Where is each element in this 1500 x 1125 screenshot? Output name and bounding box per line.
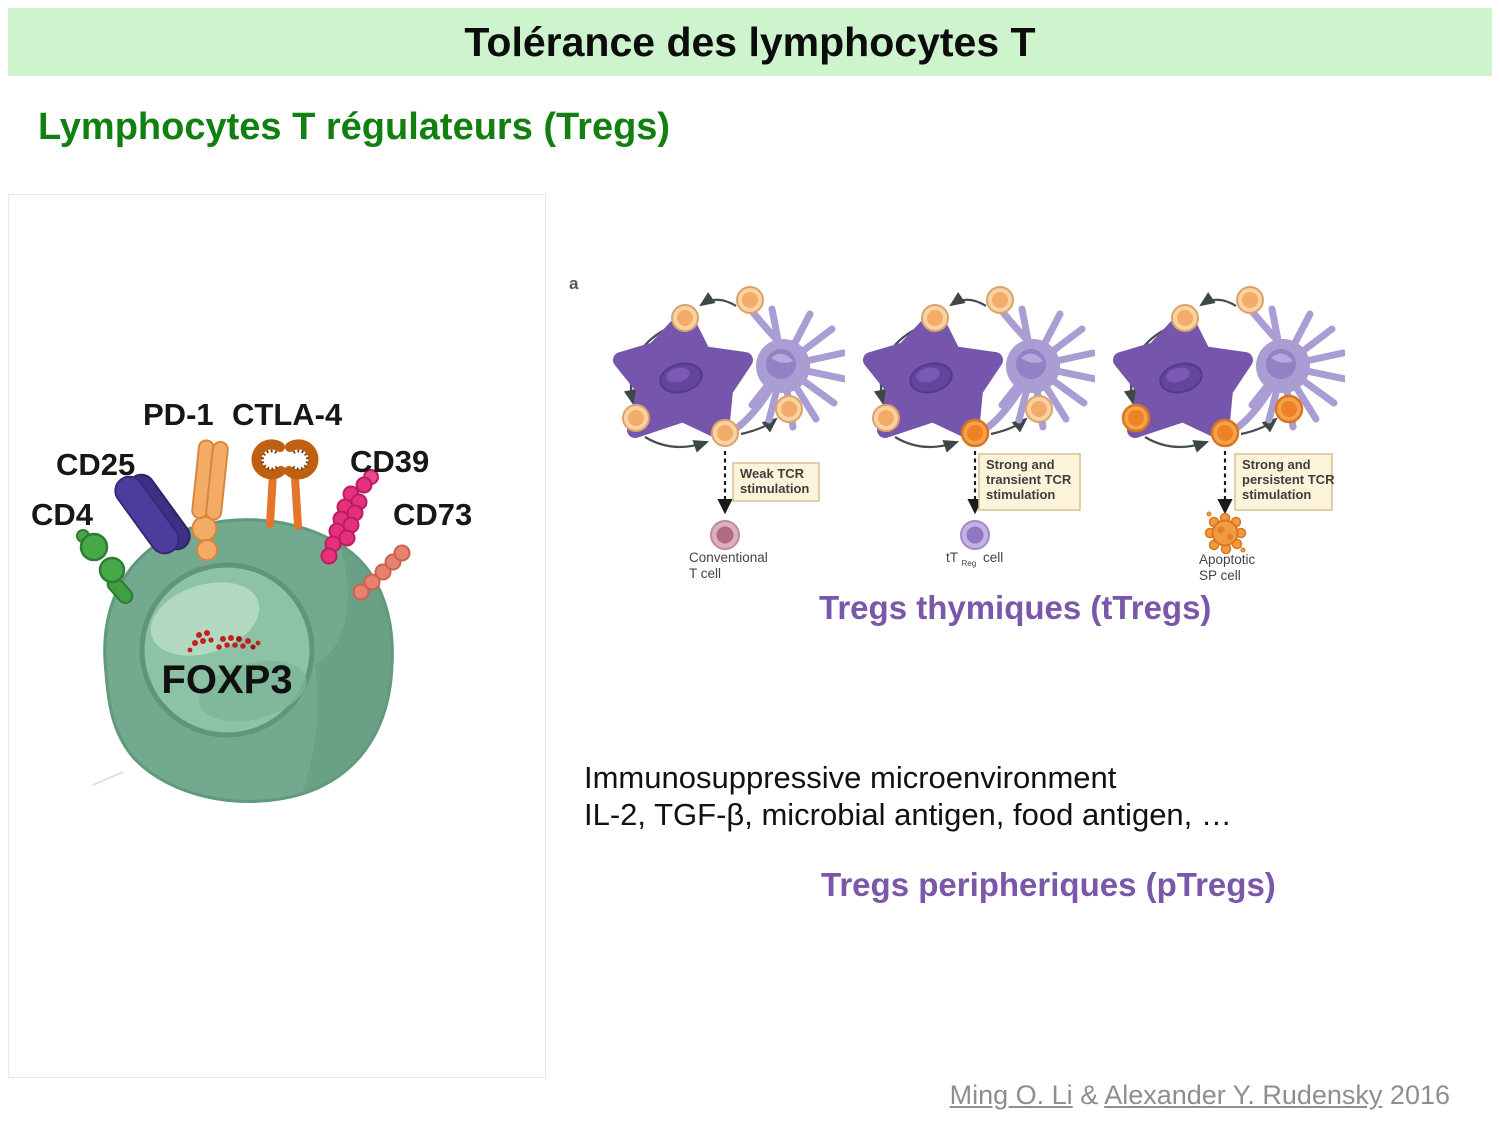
citation-separator: & xyxy=(1080,1080,1099,1110)
cd39-label: CD39 xyxy=(350,444,429,479)
apoptotic-sp-cell-label: Apoptotic SP cell xyxy=(1199,552,1259,583)
slide-title: Tolérance des lymphocytes T xyxy=(464,19,1036,65)
panel-weak-tcr: Weak TCR stimulation Conventional T cell xyxy=(565,286,845,581)
chromatin-squiggle xyxy=(187,630,261,653)
stimulation-box xyxy=(1234,453,1333,511)
figure-panel-letter: a xyxy=(569,274,579,293)
thymocytes xyxy=(622,286,803,447)
slide-subtitle: Lymphocytes T régulateurs (Tregs) xyxy=(38,106,671,148)
caption-tregs-peripheriques: Tregs peripheriques (pTregs) xyxy=(821,866,1276,903)
foxp3-label: FOXP3 xyxy=(161,658,292,702)
thymocytes xyxy=(872,286,1053,448)
pd1-receptor xyxy=(191,439,229,562)
ctla4-label: CTLA-4 xyxy=(232,397,343,432)
citation: Ming O. Li & Alexander Y. Rudensky 2016 xyxy=(950,1080,1450,1111)
cd4-receptor xyxy=(76,529,134,604)
conventional-t-cell xyxy=(710,520,740,550)
svg-text:Weak TCR stimulation: Weak TCR stimulation xyxy=(740,466,809,496)
cd25-label: CD25 xyxy=(56,447,135,482)
treg-markers-image: FOXP3 xyxy=(8,194,546,1078)
panel-strong-transient-tcr: Strong and transient TCR stimulation tT … xyxy=(815,286,1095,569)
caption-tregs-thymiques: Tregs thymiques (tTregs) xyxy=(819,589,1212,626)
ctla4-receptor xyxy=(251,439,319,530)
title-banner: Tolérance des lymphocytes T xyxy=(8,8,1492,76)
ttreg-cell-label: tT Reg cell xyxy=(946,550,1003,569)
panel-strong-persistent-tcr: Strong and persistent TCR stimulation Ap… xyxy=(1065,286,1345,583)
conventional-t-cell-label: Conventional T cell xyxy=(689,550,772,581)
stimulation-box xyxy=(978,453,1081,511)
microenvironment-line2: IL-2, TGF-β, microbial antigen, food ant… xyxy=(584,797,1232,832)
cd39-beads xyxy=(320,469,379,565)
svg-text:Strong and persistent: Strong and persistent TCR stimulation xyxy=(1242,457,1338,502)
svg-text:Strong and transient T: Strong and transient TCR stimulation xyxy=(986,457,1075,502)
cd4-label: CD4 xyxy=(31,497,94,532)
thymic-selection-figure: a Weak TCR stimulation xyxy=(546,194,1500,614)
treg-cell-nucleus xyxy=(139,562,315,738)
ttreg-cell xyxy=(960,520,990,550)
citation-link-ming-o-li[interactable]: Ming O. Li xyxy=(949,1080,1073,1110)
cd25-receptor xyxy=(114,473,191,555)
citation-year: 2016 xyxy=(1389,1080,1450,1110)
cd73-beads xyxy=(352,544,411,601)
pd1-label: PD-1 xyxy=(143,397,214,432)
cd73-label: CD73 xyxy=(393,497,472,532)
stimulation-box xyxy=(732,462,820,502)
apoptotic-sp-cell xyxy=(1204,511,1247,555)
scratch-mark xyxy=(92,771,124,786)
treg-cell-diagram: FOXP3 xyxy=(31,397,472,804)
citation-link-alexander-y-rudensky[interactable]: Alexander Y. Rudensky xyxy=(1104,1080,1383,1110)
thymocytes xyxy=(1121,286,1304,448)
microenvironment-line1: Immunosuppressive microenvironment xyxy=(584,760,1117,795)
